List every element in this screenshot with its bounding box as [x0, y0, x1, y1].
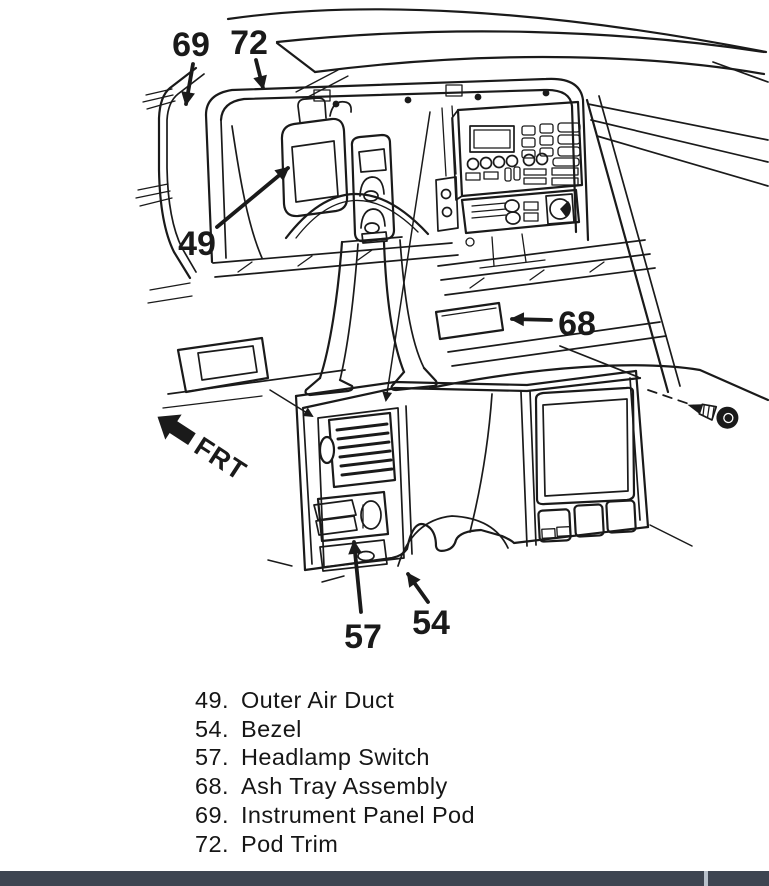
callout-68: 68 — [558, 305, 596, 343]
ash-tray-opening — [434, 301, 505, 341]
alignment-line — [382, 111, 431, 402]
mounting-bracket — [435, 105, 459, 232]
frt-arrow-icon — [157, 414, 196, 445]
legend-item-number: 54. — [195, 715, 229, 742]
legend-item-label: Headlamp Switch — [241, 744, 430, 771]
callout-49: 49 — [178, 225, 216, 263]
legend-item-label: Ash Tray Assembly — [241, 773, 448, 800]
legend-item: 68. Ash Tray Assembly — [195, 772, 475, 801]
steering-column-support — [304, 236, 438, 397]
callout-69: 69 — [172, 26, 210, 64]
legend-item: 54. Bezel — [195, 715, 475, 744]
legend-item-label: Bezel — [241, 715, 302, 742]
frt-label: FRT — [189, 431, 252, 486]
legend-item-label: Outer Air Duct — [241, 686, 395, 713]
a-pillar — [135, 66, 349, 304]
center-switch-panel — [350, 133, 396, 244]
legend-item: 49. Outer Air Duct — [195, 686, 475, 715]
pod-trim — [204, 77, 590, 264]
lower-dash — [162, 239, 769, 409]
callouts: 69 72 49 68 57 54 — [172, 24, 596, 656]
callout-72: 72 — [230, 24, 268, 62]
callout-54: 54 — [412, 604, 450, 642]
legend: 49. Outer Air Duct 54. Bezel 57. Headlam… — [195, 686, 475, 859]
legend-item-number: 72. — [195, 830, 229, 857]
legend-item-number: 49. — [195, 686, 229, 713]
bezel — [267, 369, 693, 583]
legend-item-number: 69. — [195, 802, 229, 829]
legend-item-label: Pod Trim — [241, 830, 339, 857]
legend-item-label: Instrument Panel Pod — [241, 802, 475, 829]
frt-marker: FRT — [157, 414, 252, 487]
legend-item: 69. Instrument Panel Pod — [195, 801, 475, 830]
outer-air-duct — [280, 97, 352, 218]
bottom-bar-divider — [704, 871, 708, 886]
bottom-bar — [0, 871, 769, 886]
windshield-lines — [226, 8, 769, 83]
instrument-panel-exploded-diagram: 69 72 49 68 57 54 FRT — [135, 8, 769, 656]
legend-item: 57. Headlamp Switch — [195, 744, 475, 773]
callout-57: 57 — [344, 618, 382, 656]
radio-hvac-stack — [451, 100, 584, 269]
legend-item-number: 57. — [195, 744, 229, 771]
headlamp-switch — [313, 490, 390, 543]
legend-item-number: 68. — [195, 773, 229, 800]
legend-item: 72. Pod Trim — [195, 830, 475, 859]
bezel-screw — [647, 389, 739, 429]
